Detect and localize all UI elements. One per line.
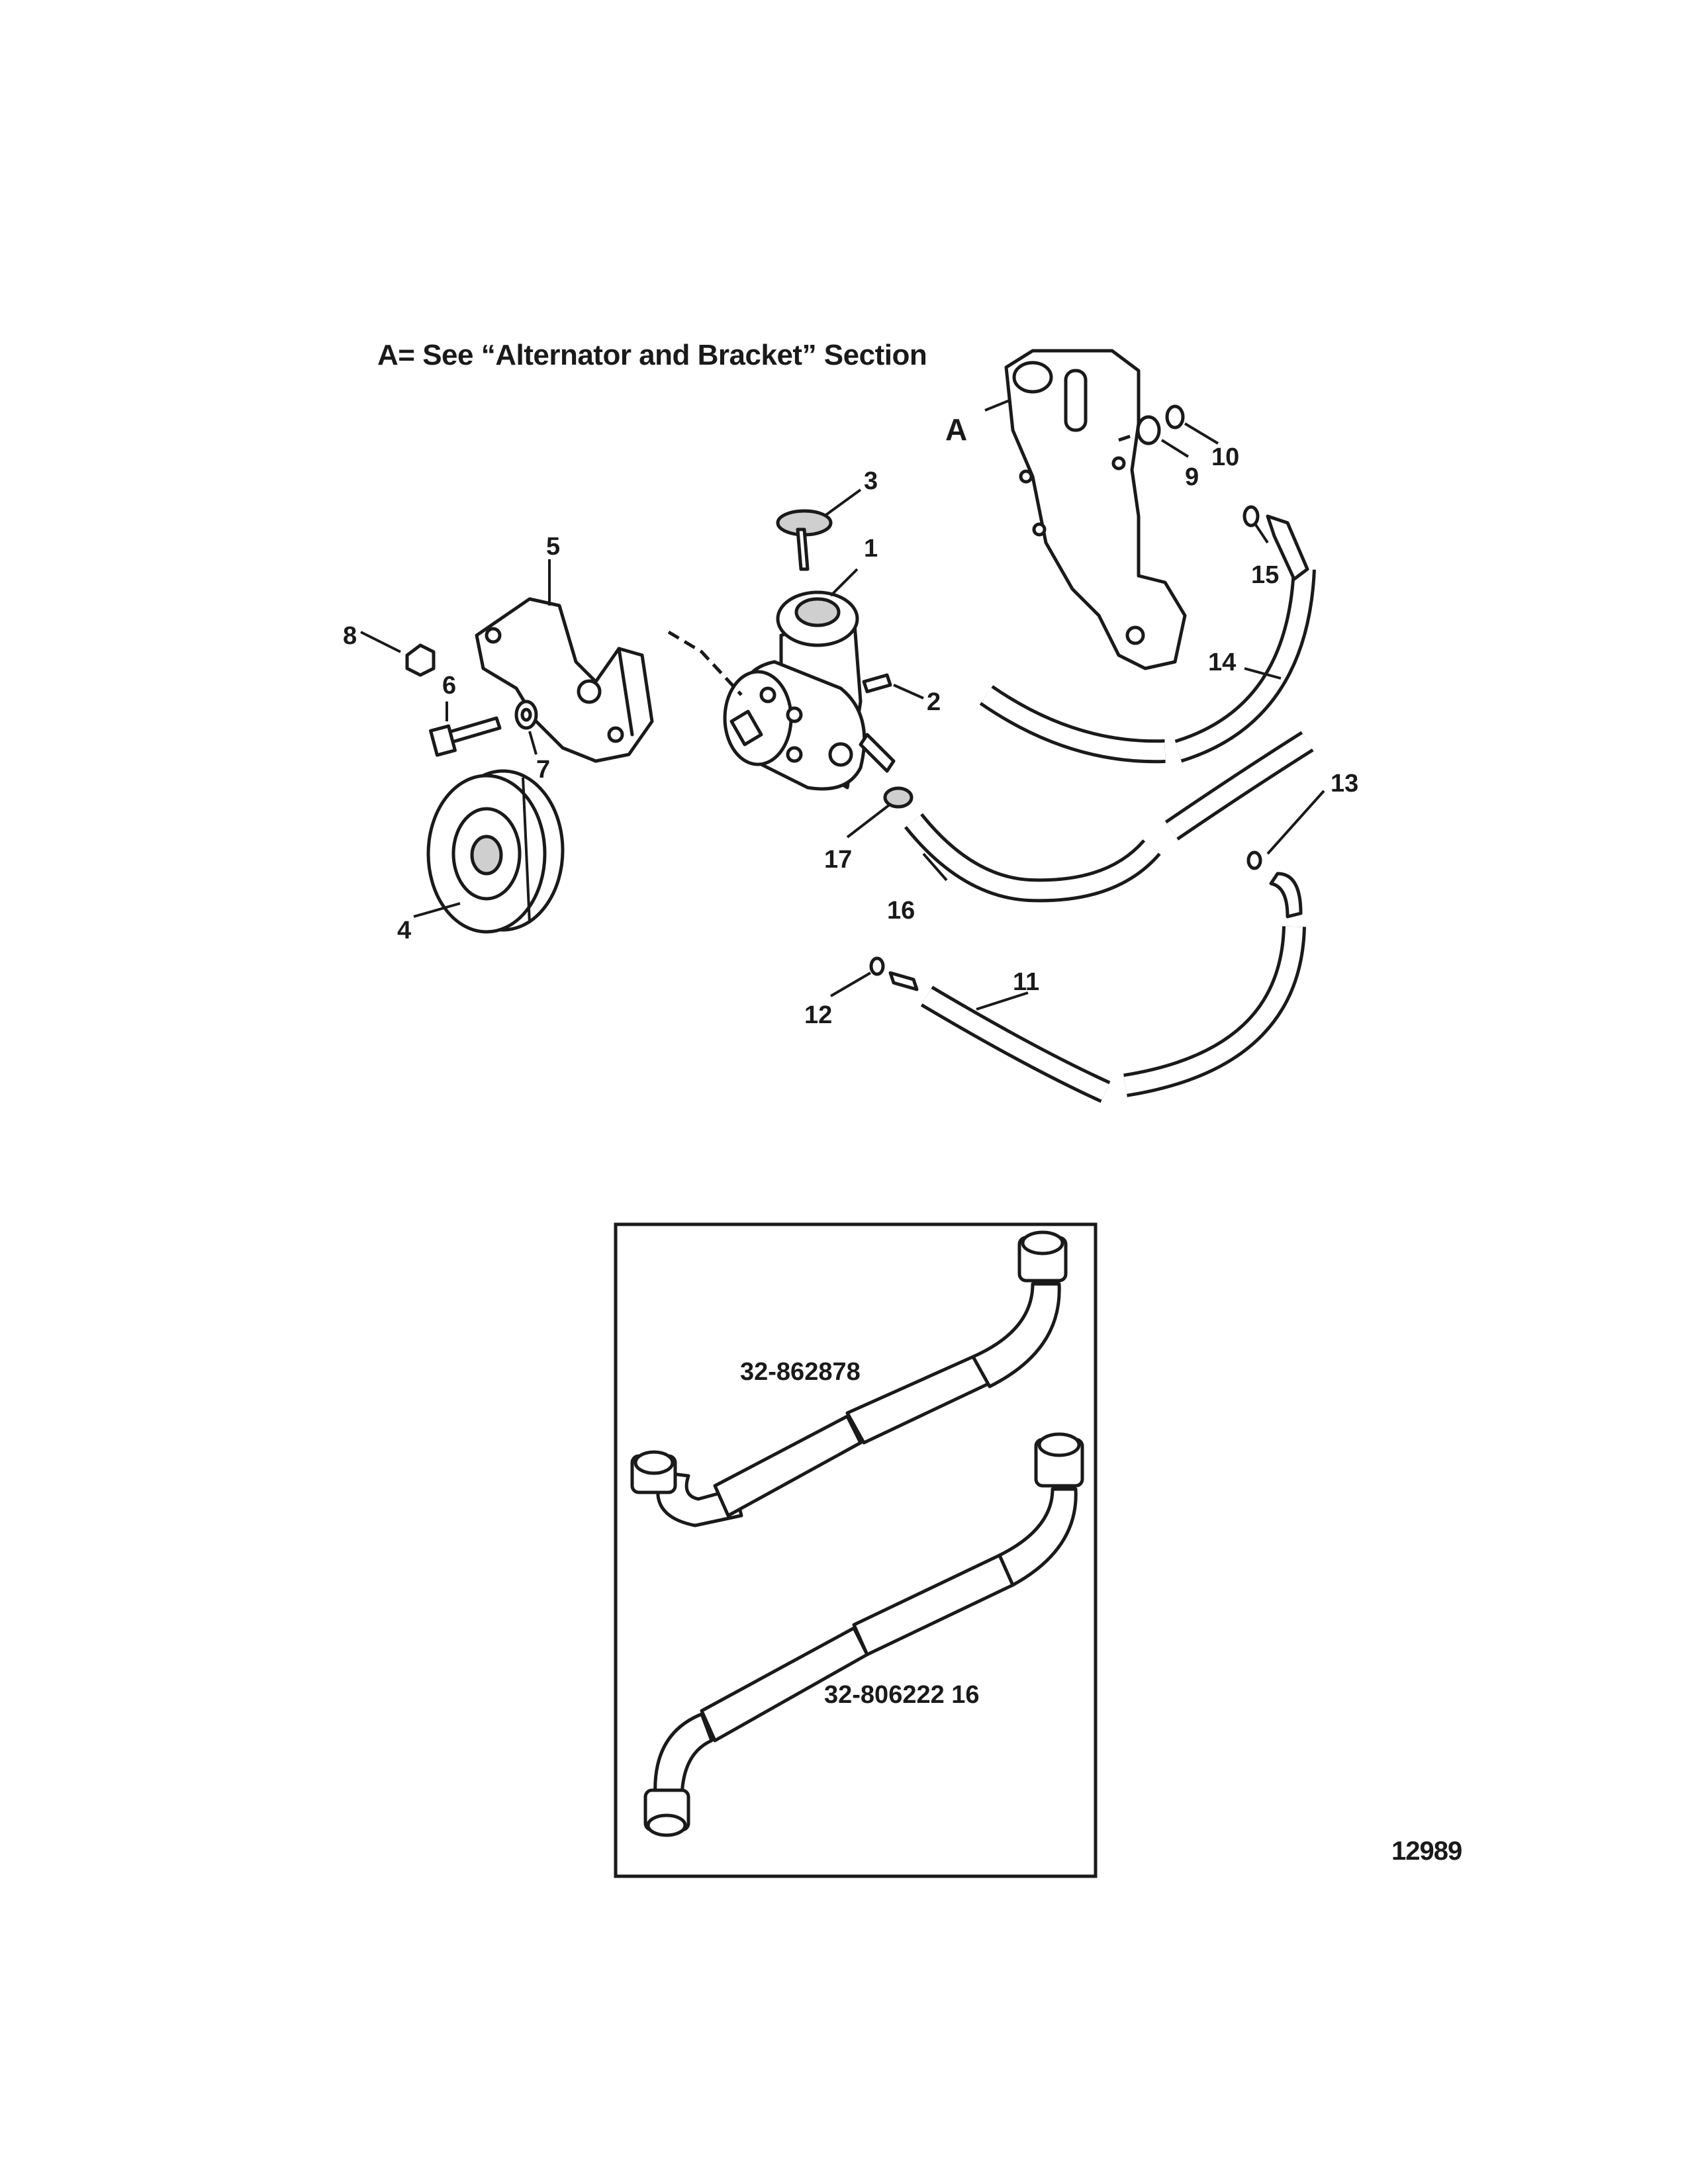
hose-11 (888, 872, 1306, 1103)
callout-3: 3 (864, 467, 878, 495)
callout-12: 12 (804, 1001, 833, 1029)
header-note: A= See “Alternator and Bracket” Section (377, 339, 927, 371)
hose-clamp (883, 786, 914, 809)
alternator-bracket (1004, 349, 1187, 670)
callout-8: 8 (343, 622, 357, 650)
callout-1: 1 (864, 535, 878, 563)
mounting-bracket (475, 597, 654, 763)
callout-4: 4 (397, 917, 412, 944)
callout-17: 17 (824, 846, 853, 874)
inset-label-lower: 32-806222 16 (824, 1681, 980, 1709)
callout-14: 14 (1208, 649, 1237, 676)
fasteners-left (405, 643, 538, 757)
pulley (426, 769, 565, 934)
figure-number: 12989 (1391, 1837, 1462, 1866)
callout-16: 16 (887, 897, 915, 925)
o-ring-15 (1243, 505, 1260, 527)
power-steering-pump (667, 590, 896, 791)
inset-label-upper: 32-862878 (740, 1358, 861, 1386)
pump-fitting (862, 673, 892, 694)
inset-hose-lower (643, 1432, 1084, 1837)
filler-cap (776, 509, 833, 571)
o-ring-12 (869, 956, 885, 976)
bracket-fasteners (1118, 404, 1185, 445)
callout-5: 5 (546, 533, 561, 561)
callout-15: 15 (1251, 561, 1280, 589)
callout-2: 2 (927, 688, 941, 716)
bracket-ref-label: A (945, 412, 968, 447)
callout-9: 9 (1185, 463, 1199, 491)
callout-10: 10 (1211, 443, 1240, 471)
o-ring-13 (1246, 850, 1262, 870)
hose-14 (979, 514, 1316, 764)
callout-11: 11 (1013, 968, 1040, 996)
hose-16 (904, 731, 1314, 903)
callout-leaders (360, 399, 1325, 1011)
callout-13: 13 (1331, 770, 1359, 797)
inset-hose-upper (630, 1230, 1068, 1527)
callout-7: 7 (536, 756, 551, 784)
callout-6: 6 (442, 672, 457, 700)
